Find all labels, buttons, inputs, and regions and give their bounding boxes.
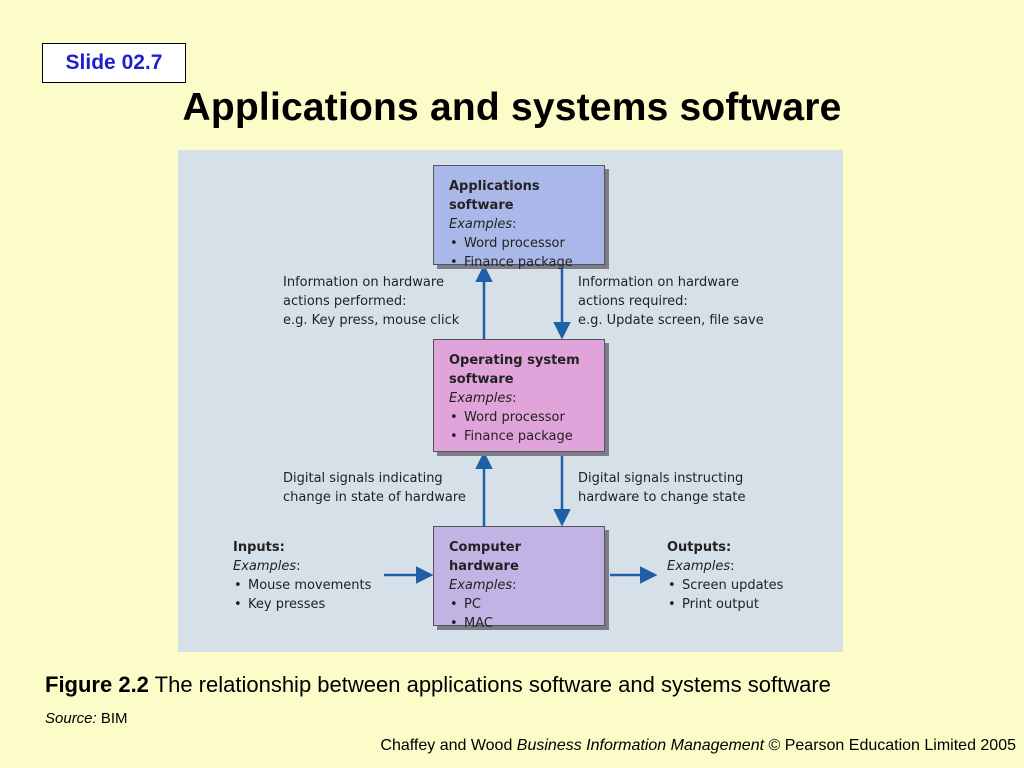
applications-box-list: Word processor Finance package xyxy=(449,234,594,272)
source-value: BIM xyxy=(100,710,128,727)
slide-footer: Chaffey and Wood Business Information Ma… xyxy=(380,737,1016,755)
arrows-layer xyxy=(384,264,658,584)
os-box-examples: Examples: xyxy=(449,391,517,406)
figure-label: Figure 2.2 xyxy=(45,672,149,697)
outputs-title: Outputs: xyxy=(667,540,732,555)
list-item: PC xyxy=(449,595,594,614)
inputs-title: Inputs: xyxy=(233,540,285,555)
computer-hardware-box: Computer hardware Examples: PC MAC xyxy=(433,526,605,633)
label-os-to-hw: Digital signals instructing hardware to … xyxy=(578,471,746,505)
list-item: MAC xyxy=(449,614,594,633)
list-item: Print output xyxy=(667,595,783,614)
os-box-list: Word processor Finance package xyxy=(449,408,594,446)
list-item: Word processor xyxy=(449,234,594,253)
inputs-examples: Examples: xyxy=(233,559,301,574)
figure-caption: Figure 2.2 The relationship between appl… xyxy=(45,672,831,698)
figure-caption-text: The relationship between applications so… xyxy=(154,672,831,697)
list-item: Finance package xyxy=(449,427,594,446)
slide-title: Applications and systems software xyxy=(182,86,842,129)
label-hw-to-os: Digital signals indicating change in sta… xyxy=(283,471,466,505)
inputs-block: Inputs: Examples: Mouse movements Key pr… xyxy=(233,538,371,614)
outputs-block: Outputs: Examples: Screen updates Print … xyxy=(667,538,783,614)
hardware-box-title: Computer hardware xyxy=(449,540,522,574)
applications-box-title: Applications software xyxy=(449,179,540,213)
slide-number: Slide 02.7 xyxy=(42,43,186,83)
applications-software-box: Applications software Examples: Word pro… xyxy=(433,165,605,272)
label-os-to-apps: Information on hardware actions performe… xyxy=(283,275,460,328)
figure-source: Source: BIM xyxy=(45,710,128,727)
list-item: Key presses xyxy=(233,595,371,614)
inputs-list: Mouse movements Key presses xyxy=(233,576,371,614)
label-apps-to-os: Information on hardware actions required… xyxy=(578,275,764,328)
applications-box-examples: Examples: xyxy=(449,217,517,232)
outputs-list: Screen updates Print output xyxy=(667,576,783,614)
list-item: Word processor xyxy=(449,408,594,427)
hardware-box-examples: Examples: xyxy=(449,578,517,593)
list-item: Mouse movements xyxy=(233,576,371,595)
outputs-examples: Examples: xyxy=(667,559,735,574)
footer-copyright: © Pearson Education Limited 2005 xyxy=(768,737,1017,754)
list-item: Finance package xyxy=(449,253,594,272)
footer-authors: Chaffey and Wood xyxy=(380,737,513,754)
hardware-box-list: PC MAC xyxy=(449,595,594,633)
list-item: Screen updates xyxy=(667,576,783,595)
software-diagram: Applications software Examples: Word pro… xyxy=(178,150,843,652)
footer-book: Business Information Management xyxy=(516,737,765,754)
source-label: Source: xyxy=(45,710,97,727)
